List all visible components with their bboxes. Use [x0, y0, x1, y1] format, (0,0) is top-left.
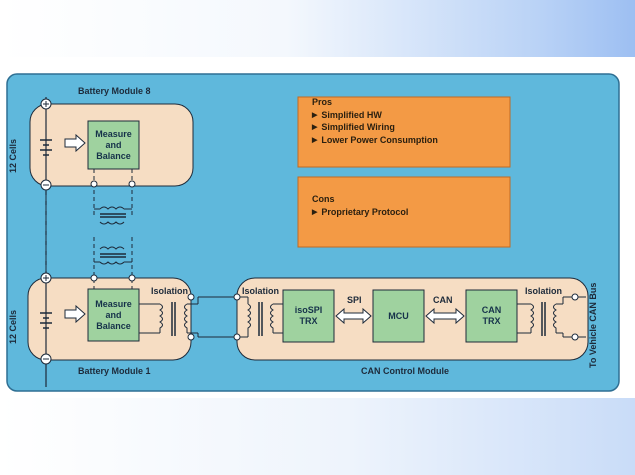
terminal-plus-top: [40, 98, 52, 110]
diagram-canvas: [6, 73, 620, 392]
can-control-title: CAN Control Module: [361, 366, 449, 376]
measure-balance-label-top: Measure and Balance: [95, 128, 132, 161]
isolation-transformer-left: [247, 297, 283, 337]
measure-balance-label-bottom: Measure and Balance: [95, 298, 132, 331]
isolation-label-module: Isolation: [151, 286, 189, 296]
pros-title: Pros: [312, 97, 333, 107]
can-label: CAN: [433, 295, 453, 305]
cons-item: Proprietary Protocol: [312, 207, 408, 220]
cells-label-bottom: 12 Cells: [8, 309, 18, 344]
pros-item: Lower Power Consumption: [312, 135, 438, 148]
pros-item: Simplified HW: [312, 110, 438, 123]
input-arrow-top: [64, 133, 86, 153]
spi-arrow: [335, 307, 372, 325]
terminal-minus-bottom: [40, 353, 52, 365]
module-1-title: Battery Module 1: [78, 366, 151, 376]
background-bottom-band: [0, 398, 635, 475]
mcu-label: MCU: [388, 310, 409, 321]
pros-text: Pros Simplified HW Simplified Wiring Low…: [312, 97, 438, 147]
mcu-box: [372, 289, 425, 343]
battery-symbol-top: [40, 139, 52, 156]
module-8-title: Battery Module 8: [78, 86, 151, 96]
can-trx-box: [465, 289, 518, 343]
isolation-transformer-module: [139, 302, 198, 336]
spi-label: SPI: [347, 295, 362, 305]
can-bus-connectors: [571, 293, 579, 341]
chain-connectors: [90, 180, 136, 282]
isospi-trx-box: [282, 289, 335, 343]
pros-item: Simplified Wiring: [312, 122, 438, 135]
isolation-label-right: Isolation: [525, 286, 563, 296]
background-top-band: [0, 0, 635, 57]
isospi-trx-label: isoSPI TRX: [294, 305, 323, 326]
input-arrow-bottom: [64, 304, 86, 324]
can-bus-label: To Vehicle CAN Bus: [588, 282, 598, 368]
can-trx-label: CAN TRX: [481, 305, 502, 326]
measure-balance-box-bottom: [87, 288, 140, 342]
can-arrow: [425, 307, 465, 325]
cons-title: Cons: [312, 194, 335, 204]
battery-symbol-bottom: [40, 312, 52, 329]
diagram-stage: Battery Module 8 Battery Module 1 CAN Co…: [0, 57, 635, 398]
terminal-plus-bottom: [40, 272, 52, 284]
isolation-label-left: Isolation: [242, 286, 280, 296]
cells-label-top: 12 Cells: [8, 138, 18, 173]
measure-balance-box-top: [87, 120, 140, 170]
terminal-minus-top: [40, 179, 52, 191]
cons-text: Cons Proprietary Protocol: [312, 194, 408, 219]
bus-connectors: [187, 293, 241, 341]
